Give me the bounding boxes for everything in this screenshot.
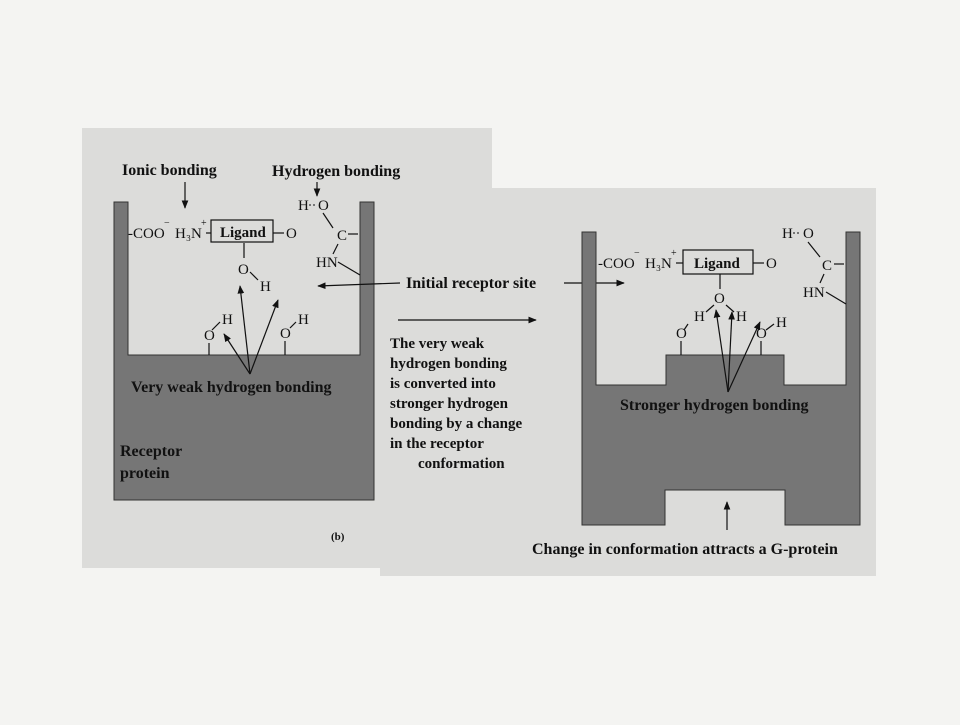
atom-h: H [298,198,309,214]
middle-annotation: Initial receptor site The very weak hydr… [317,275,625,472]
left-receptor-panel: Ionic bonding Hydrogen bonding -COO − H₃… [113,162,400,543]
hydrogen-bonding-label: Hydrogen bonding [272,163,400,180]
atom-o: O [756,326,767,342]
atom-o: O [766,256,777,272]
strong-hbond-arrow [727,311,735,393]
h3n-charge: + [201,218,207,229]
description-line: is converted into [390,376,496,392]
coo-group: -COO [128,226,165,242]
ligand-label: Ligand [694,256,741,272]
coo-group: -COO [598,256,635,272]
initial-receptor-site-label: Initial receptor site [406,275,536,292]
description-line: The very weak [390,336,485,352]
ligand-box [682,249,754,275]
h3n-charge: + [671,248,677,259]
weak-hbond-arrow [223,333,251,375]
atom-h: H [222,312,233,328]
atom-o: O [803,226,814,242]
weak-hbond-arrow [249,299,279,375]
bond-line [825,291,847,305]
bond-line [249,271,259,281]
description-line: hydrogen bonding [390,356,507,372]
changed-receptor-protein-shape [581,231,861,526]
atom-o: O [714,291,725,307]
atom-o: O [676,326,687,342]
bond-line [683,323,689,331]
bond-line [807,241,821,258]
ionic-bonding-label: Ionic bonding [122,162,217,179]
description-line: bonding by a change [390,416,522,432]
atom-h: H [736,309,747,325]
bond-line [819,273,825,284]
receptor-protein-shape [113,201,375,501]
description-line: conformation [418,456,505,472]
initial-site-arrow-left [317,282,401,290]
bond-line [337,261,361,276]
atom-h: H [782,226,793,242]
atom-h: H [694,309,705,325]
strong-hbond-arrow [727,321,761,393]
bond-line [211,321,221,331]
atom-o: O [286,226,297,242]
nh-group: HN [316,255,338,271]
receptor-protein-label: Receptor [120,443,182,460]
very-weak-hbond-label: Very weak hydrogen bonding [131,379,332,396]
g-protein-caption: Change in conformation attracts a G-prot… [532,541,838,558]
bond-line [289,321,297,329]
bond-line [705,304,715,313]
atom-o: O [280,326,291,342]
ligand-box [210,219,274,243]
atom-c: C [822,258,832,274]
coo-charge: − [164,218,170,229]
bond-line [765,323,775,331]
atom-o: O [204,328,215,344]
panel-tag: (b) [331,531,345,543]
h3n-group: H₃N [645,256,672,272]
ligand-label: Ligand [220,225,267,241]
atom-h: H [260,279,271,295]
h3n-group: H₃N [175,226,202,242]
atom-h: H [298,312,309,328]
coo-charge: − [634,248,640,259]
strong-hbond-arrow [713,309,729,393]
atom-h: H [776,315,787,331]
stronger-hbond-label: Stronger hydrogen bonding [620,397,809,414]
atom-o: O [318,198,329,214]
receptor-protein-label: protein [120,465,170,482]
bond-line [332,243,339,255]
description-line: in the receptor [390,436,484,452]
description-line: stronger hydrogen [390,396,509,412]
nh-group: HN [803,285,825,301]
atom-o: O [238,262,249,278]
weak-hbond-arrow [237,285,251,375]
right-receptor-panel: -COO − H₃N + Ligand O H O C HN O H H O O… [532,226,861,558]
bond-line [725,304,735,313]
atom-c: C [337,228,347,244]
bond-line [322,212,334,229]
